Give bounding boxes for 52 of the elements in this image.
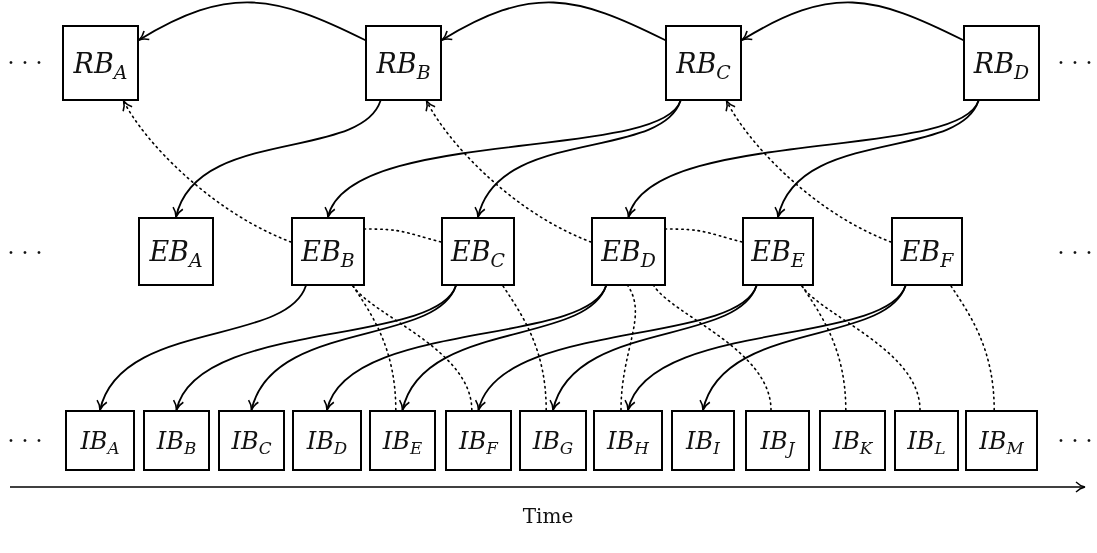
block-label: EB$_{B}$ xyxy=(301,236,355,267)
block-box xyxy=(965,410,1038,471)
block-box xyxy=(671,410,735,471)
block-box xyxy=(143,410,210,471)
block-box xyxy=(218,410,285,471)
block-box xyxy=(441,217,515,286)
ellipsis: · · · xyxy=(7,239,43,265)
block-box xyxy=(369,410,436,471)
block-label: IB$_{I}$ xyxy=(686,426,720,455)
block-label: EB$_{F}$ xyxy=(900,236,954,267)
block-box xyxy=(891,217,963,286)
ellipsis: · · · xyxy=(1057,49,1093,75)
block-label: EB$_{C}$ xyxy=(451,236,505,267)
block-box xyxy=(745,410,810,471)
block-label: RB$_{B}$ xyxy=(376,47,431,79)
block-box xyxy=(665,25,742,101)
block-box xyxy=(742,217,814,286)
block-label: IB$_{K}$ xyxy=(832,426,873,455)
block-label: RB$_{D}$ xyxy=(973,47,1030,79)
block-label: IB$_{C}$ xyxy=(231,426,272,455)
block-box xyxy=(819,410,886,471)
block-box xyxy=(62,25,139,101)
block-box xyxy=(445,410,512,471)
block-box xyxy=(894,410,959,471)
ellipsis: · · · xyxy=(1057,239,1093,265)
block-label: IB$_{M}$ xyxy=(979,426,1024,455)
block-box xyxy=(365,25,442,101)
block-label: RB$_{C}$ xyxy=(676,47,731,79)
block-box xyxy=(65,410,135,471)
ellipsis: · · · xyxy=(7,49,43,75)
axis-label: Time xyxy=(522,504,574,528)
block-label: IB$_{L}$ xyxy=(907,426,946,455)
block-box xyxy=(519,410,587,471)
block-label: EB$_{A}$ xyxy=(149,236,203,267)
block-box xyxy=(591,217,666,286)
block-box xyxy=(291,217,365,286)
block-label: EB$_{D}$ xyxy=(601,236,656,267)
block-label: IB$_{G}$ xyxy=(532,426,574,455)
block-label: IB$_{H}$ xyxy=(607,426,649,455)
block-label: EB$_{E}$ xyxy=(751,236,805,267)
block-label: IB$_{D}$ xyxy=(306,426,348,455)
block-box xyxy=(138,217,214,286)
block-box xyxy=(593,410,663,471)
block-label: RB$_{A}$ xyxy=(73,47,128,79)
block-label: IB$_{F}$ xyxy=(459,426,498,455)
block-label: IB$_{E}$ xyxy=(382,426,423,455)
block-label: IB$_{A}$ xyxy=(80,426,120,455)
ellipsis: · · · xyxy=(7,427,43,453)
block-box xyxy=(963,25,1040,101)
ellipsis: · · · xyxy=(1057,427,1093,453)
block-box xyxy=(292,410,362,471)
block-label: IB$_{B}$ xyxy=(156,426,197,455)
